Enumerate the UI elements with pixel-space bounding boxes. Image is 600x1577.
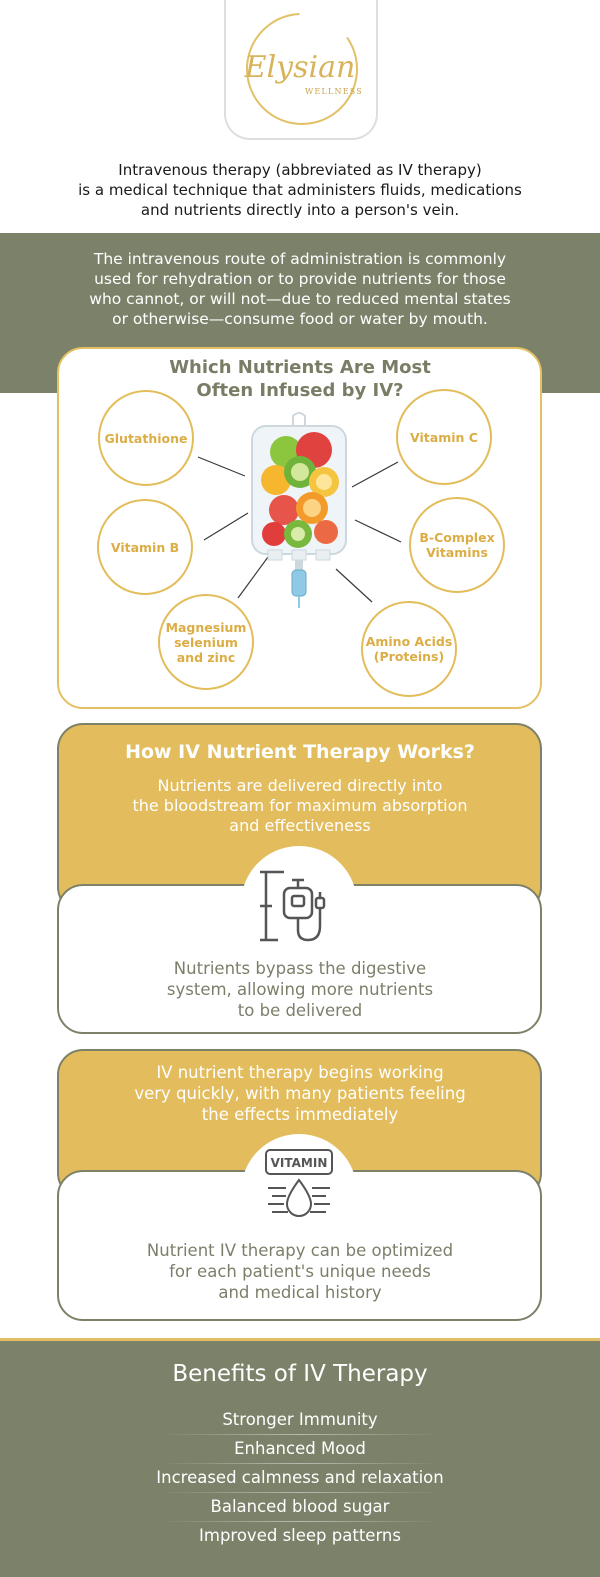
text-line: IV nutrient therapy begins working (156, 1063, 444, 1082)
benefit-item: Stronger Immunity (222, 1410, 378, 1429)
route-text: The intravenous route of administration … (40, 249, 560, 329)
label-line: selenium (174, 634, 238, 650)
icon-disc (241, 846, 357, 962)
text-line: Nutrient IV therapy can be optimized (146, 1241, 454, 1260)
intro-text: Intravenous therapy (abbreviated as IV t… (30, 160, 570, 220)
nutrient-magnesium: Magnesium selenium and zinc (158, 594, 254, 690)
route-line: used for rehydration or to provide nutri… (94, 270, 506, 288)
logo-card: Elysian WELLNESS (224, 0, 378, 140)
title-line: Often Infused by IV? (196, 380, 404, 401)
text-line: very quickly, with many patients feeling (134, 1084, 466, 1103)
how-gold-text-1: Nutrients are delivered directly into th… (70, 776, 530, 836)
benefits-title: Benefits of IV Therapy (172, 1361, 428, 1387)
text-line: and medical history (218, 1283, 382, 1302)
text-line: Nutrients bypass the digestive (173, 959, 427, 978)
text-line: the bloodstream for maximum absorption (132, 796, 468, 815)
benefit-item: Enhanced Mood (234, 1439, 366, 1458)
how-gold-text-2: IV nutrient therapy begins working very … (70, 1062, 530, 1125)
route-line: or otherwise—consume food or water by mo… (112, 310, 488, 328)
nutrient-label: Magnesium selenium and zinc (166, 620, 247, 665)
iv-drip-stand-icon (260, 870, 326, 942)
how-white-text-1: Nutrients bypass the digestive system, a… (70, 958, 530, 1021)
nutrient-b-complex: B-Complex Vitamins (409, 497, 505, 593)
how-title: How IV Nutrient Therapy Works? (125, 741, 475, 763)
benefit-item: Improved sleep patterns (199, 1526, 401, 1545)
vitamin-icon-label: VITAMIN (271, 1156, 328, 1170)
label-line: B-Complex (419, 530, 495, 545)
nutrient-label: Vitamin B (110, 539, 180, 555)
text-line: system, allowing more nutrients (166, 980, 434, 999)
nutrient-label: Glutathione (104, 430, 188, 446)
elysian-wellness-logo: Elysian WELLNESS (244, 13, 363, 125)
text-line: for each patient's unique needs (169, 1262, 431, 1281)
label-line: Vitamins (426, 545, 488, 560)
intro-line: and nutrients directly into a person's v… (140, 201, 460, 219)
icon-disc (241, 1134, 357, 1250)
nutrient-amino-acids: Amino Acids (Proteins) (361, 601, 457, 697)
label-line: (Proteins) (373, 649, 445, 664)
benefits-band (0, 1341, 600, 1577)
iv-bag-fruit-icon (251, 412, 347, 608)
nutrient-vitamin-b: Vitamin B (97, 499, 193, 595)
text-line: Nutrients are delivered directly into (157, 776, 443, 795)
label-line: and zinc (176, 649, 236, 665)
nutrient-vitamin-c: Vitamin C (396, 389, 492, 485)
text-line: and effectiveness (229, 816, 371, 835)
title-line: Which Nutrients Are Most (169, 357, 431, 378)
route-line: who cannot, or will not—due to reduced m… (89, 290, 511, 308)
route-line: The intravenous route of administration … (93, 250, 507, 268)
nutrient-label: Amino Acids (Proteins) (366, 634, 453, 664)
vitamin-drop-icon: VITAMIN (265, 1149, 333, 1217)
gold-divider (0, 1338, 600, 1341)
text-line: the effects immediately (201, 1105, 399, 1124)
intro-line: is a medical technique that administers … (78, 181, 522, 199)
how-white-text-2: Nutrient IV therapy can be optimized for… (70, 1240, 530, 1303)
benefit-divider (160, 1521, 440, 1522)
benefit-item: Increased calmness and relaxation (156, 1468, 444, 1487)
label-line: Magnesium (165, 619, 247, 635)
logo-wellness: WELLNESS (305, 87, 363, 96)
benefit-divider (160, 1463, 440, 1464)
text-line: to be delivered (237, 1001, 363, 1020)
intro-line: Intravenous therapy (abbreviated as IV t… (118, 161, 482, 179)
nutrient-glutathione: Glutathione (98, 390, 194, 486)
nutrients-title: Which Nutrients Are Most Often Infused b… (120, 356, 480, 402)
nutrient-label: Vitamin C (410, 429, 478, 445)
logo-script: Elysian (244, 50, 356, 85)
benefit-item: Balanced blood sugar (210, 1497, 390, 1516)
nutrient-label: B-Complex Vitamins (419, 530, 494, 560)
benefit-divider (160, 1492, 440, 1493)
label-line: Amino Acids (365, 634, 453, 649)
benefit-divider (160, 1434, 440, 1435)
